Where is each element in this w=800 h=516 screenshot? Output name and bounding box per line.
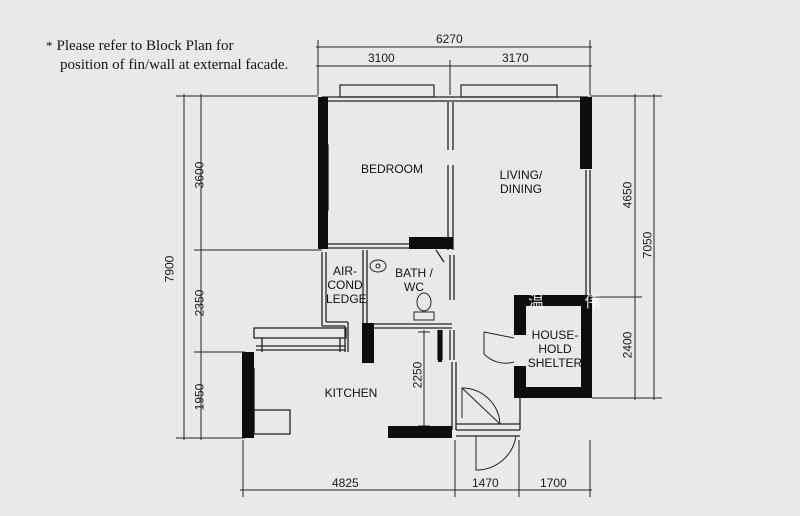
dim-kitchen-inner: 2250 — [410, 361, 425, 389]
dim-bottom-2: 1470 — [472, 476, 499, 490]
room-label-kitchen: KITCHEN — [324, 386, 378, 400]
room-label-household-shelter: HOUSE- HOLD SHELTER — [524, 328, 586, 370]
top-windows — [322, 84, 588, 102]
doors — [461, 331, 517, 471]
living-line-1: LIVING/ — [499, 168, 543, 182]
room-label-aircon-ledge: AIR- COND LEDGE — [326, 264, 367, 306]
dim-right-2: 2400 — [620, 331, 635, 359]
dim-left-2: 2350 — [192, 289, 207, 317]
aircon-line-3: LEDGE — [326, 292, 367, 306]
aircon-line-2: COND — [327, 278, 363, 292]
room-label-bath-wc: BATH / WC — [388, 266, 440, 294]
dim-left-3: 1950 — [192, 383, 207, 411]
note-line-1: Please refer to Block Plan for — [56, 38, 234, 54]
dim-left-1: 3600 — [192, 161, 207, 189]
dim-bottom-3: 1700 — [540, 476, 567, 490]
dim-top-total: 6270 — [436, 32, 463, 46]
shelter-line-2: HOLD — [538, 342, 572, 356]
living-line-2: DINING — [500, 182, 542, 196]
note-line-2: position of fin/wall at external facade. — [60, 57, 289, 73]
thick-walls — [242, 97, 592, 438]
bath-line-1: BATH / — [395, 266, 433, 280]
aircon-line-1: AIR- — [333, 264, 357, 278]
dim-top-right: 3170 — [502, 51, 529, 65]
dim-left-total: 7900 — [162, 255, 177, 283]
bath-line-2: WC — [404, 280, 424, 294]
shelter-line-3: SHELTER — [527, 356, 583, 370]
room-label-living-dining: LIVING/ DINING — [490, 168, 552, 196]
dim-bottom-1: 4825 — [332, 476, 359, 490]
note-asterisk: * — [46, 38, 53, 53]
watermark: 温 伟 — [528, 294, 619, 311]
dim-top-left: 3100 — [368, 51, 395, 65]
shelter-line-1: HOUSE- — [531, 328, 579, 342]
bath-fixtures — [369, 259, 435, 321]
block-plan-note: *Please refer to Block Plan for position… — [46, 36, 288, 75]
thin-walls — [249, 102, 591, 437]
room-label-bedroom: BEDROOM — [360, 162, 423, 176]
dim-right-1: 4650 — [620, 181, 635, 209]
dim-right-total: 7050 — [640, 231, 655, 259]
